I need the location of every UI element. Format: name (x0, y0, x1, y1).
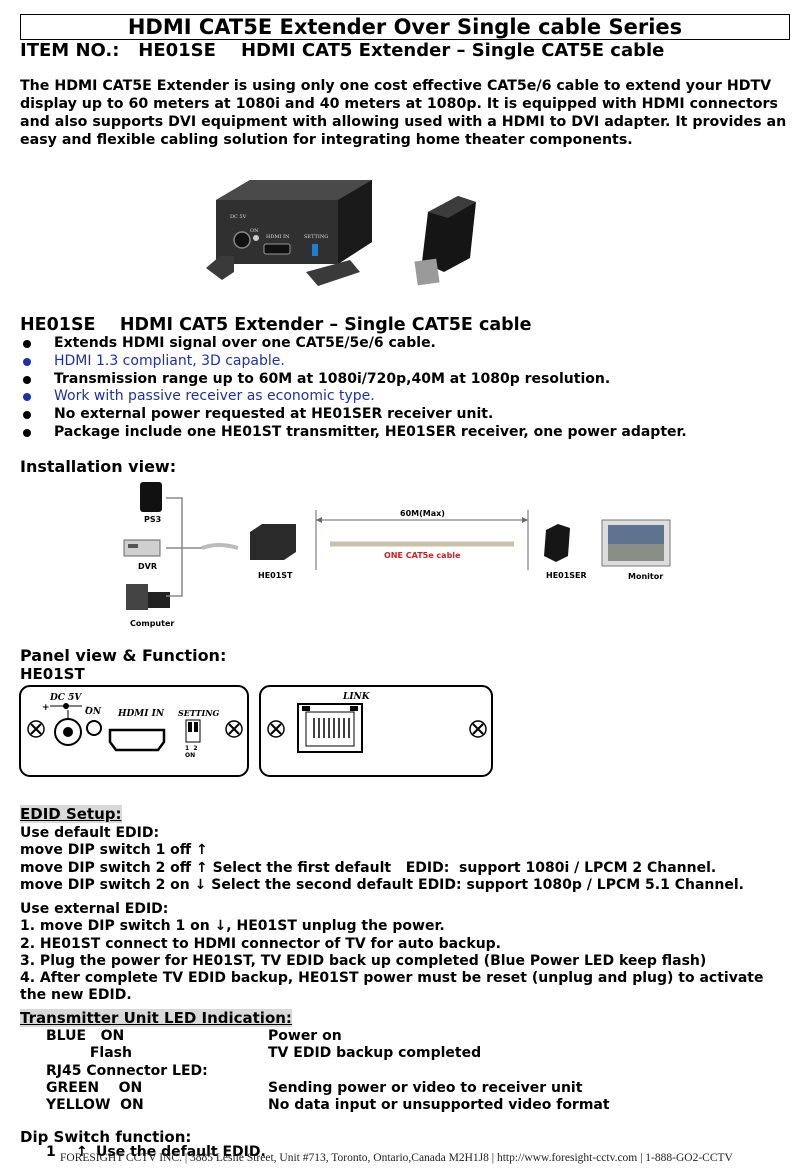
dip-line-num: 1 (46, 1144, 56, 1160)
ps3-icon (140, 482, 162, 512)
product-photo: DC 5V ON HDMI IN SETTING (206, 180, 476, 286)
feature-item: Extends HDMI signal over one CAT5E/5e/6 … (20, 335, 800, 353)
edid-external-block: Use external EDID: 1. move DIP switch 1 … (20, 901, 763, 1005)
intro-paragraph: The HDMI CAT5E Extender is using only on… (20, 78, 787, 148)
photo-label-dc5v: DC 5V (230, 214, 247, 220)
edid-default-line: move DIP switch 1 off ↑ (20, 842, 208, 859)
edid-external-line: 2. HE01ST connect to HDMI connector of T… (20, 935, 501, 952)
panel-heading: Panel view & Function: (20, 646, 227, 665)
dvr-label: DVR (138, 562, 157, 571)
hdmi-port-icon (108, 728, 166, 752)
document-title: HDMI CAT5E Extender Over Single cable Se… (20, 14, 790, 40)
installation-diagram: PS3 DVR Computer HE01ST 60M(Max) ONE CAT… (118, 480, 690, 632)
screw-icon (225, 720, 243, 738)
edid-external-line: 3. Plug the power for HE01ST, TV EDID ba… (20, 952, 707, 969)
product-heading: HE01SE HDMI CAT5 Extender – Single CAT5E… (20, 315, 532, 335)
edid-default-title: Use default EDID: (20, 825, 160, 841)
rj45-port-icon (297, 703, 363, 753)
on-label: ON (85, 707, 102, 717)
edid-heading: EDID Setup: (20, 805, 122, 823)
link-label: LINK (342, 692, 371, 702)
feature-item: Work with passive receiver as economic t… (20, 388, 800, 406)
screw-icon (27, 720, 45, 738)
edid-external-title: Use external EDID: (20, 901, 169, 917)
receiver-side-panel (259, 685, 493, 777)
plus-label: + (42, 703, 50, 713)
cable-label: ONE CAT5e cable (384, 551, 461, 560)
he01ser-label: HE01SER (546, 571, 587, 580)
setting-label: SETTING (178, 708, 220, 718)
edid-external-line: 4. After complete TV EDID backup, HE01ST… (20, 970, 764, 987)
monitor-label: Monitor (628, 572, 663, 581)
computer-icon (126, 584, 148, 610)
photo-label-on: ON (250, 228, 259, 234)
ps3-label: PS3 (144, 515, 161, 524)
page-footer: FORESIGHT CCTV INC. | 3885 Leslie Street… (60, 1152, 733, 1164)
edid-external-line: 1. move DIP switch 1 on ↓, HE01ST unplug… (20, 918, 445, 935)
minus-label: - (86, 703, 90, 713)
feature-item: No external power requested at HE01SER r… (20, 406, 800, 424)
dip-line-arrow: ↑ (76, 1144, 88, 1160)
screw-icon (267, 720, 285, 738)
feature-item: Transmission range up to 60M at 1080i/72… (20, 371, 800, 389)
feature-list: Extends HDMI signal over one CAT5E/5e/6 … (20, 335, 800, 442)
dip-on-label: ON (185, 752, 195, 759)
computer-label: Computer (130, 619, 174, 628)
panel-diagram: DC 5V + - ON HDMI IN SETTING 1 2 ON LINK (19, 685, 493, 777)
screw-icon (469, 720, 487, 738)
item-number-line: ITEM NO.: HE01SE HDMI CAT5 Extender – Si… (20, 40, 665, 61)
photo-label-setting: SETTING (304, 234, 328, 240)
led-row: RJ45 Connector LED: (46, 1062, 208, 1079)
dc-jack-icon (233, 231, 251, 249)
feature-item: Package include one HE01ST transmitter, … (20, 424, 800, 442)
hdmi-in-label: HDMI IN (117, 709, 165, 719)
edid-external-line: the new EDID. (20, 987, 132, 1004)
edid-default-line: move DIP switch 2 on ↓ Select the second… (20, 876, 744, 893)
dip-nums-label: 1 2 (185, 745, 198, 752)
photo-label-hdmi: HDMI IN (266, 234, 290, 240)
dip-heading: Dip Switch function: (20, 1128, 192, 1146)
dip-line-text: Use the default EDID. (96, 1144, 266, 1160)
led-heading: Transmitter Unit LED Indication: (20, 1009, 292, 1027)
he01st-label: HE01ST (258, 571, 293, 580)
edid-default-block: Use default EDID: move DIP switch 1 off … (20, 825, 744, 894)
hdmi-port-icon (263, 243, 291, 255)
he01ser-icon (544, 524, 570, 562)
he01st-icon (250, 524, 296, 560)
receiver-dongle (414, 196, 476, 286)
installation-heading: Installation view: (20, 457, 177, 476)
panel-subheading: HE01ST (20, 665, 85, 683)
dc5v-label: DC 5V (49, 693, 82, 703)
distance-label: 60M(Max) (400, 509, 445, 518)
led-icon (86, 720, 102, 736)
feature-item: HDMI 1.3 compliant, 3D capable. (20, 353, 800, 371)
edid-default-line: move DIP switch 2 off ↑ Select the first… (20, 859, 717, 876)
